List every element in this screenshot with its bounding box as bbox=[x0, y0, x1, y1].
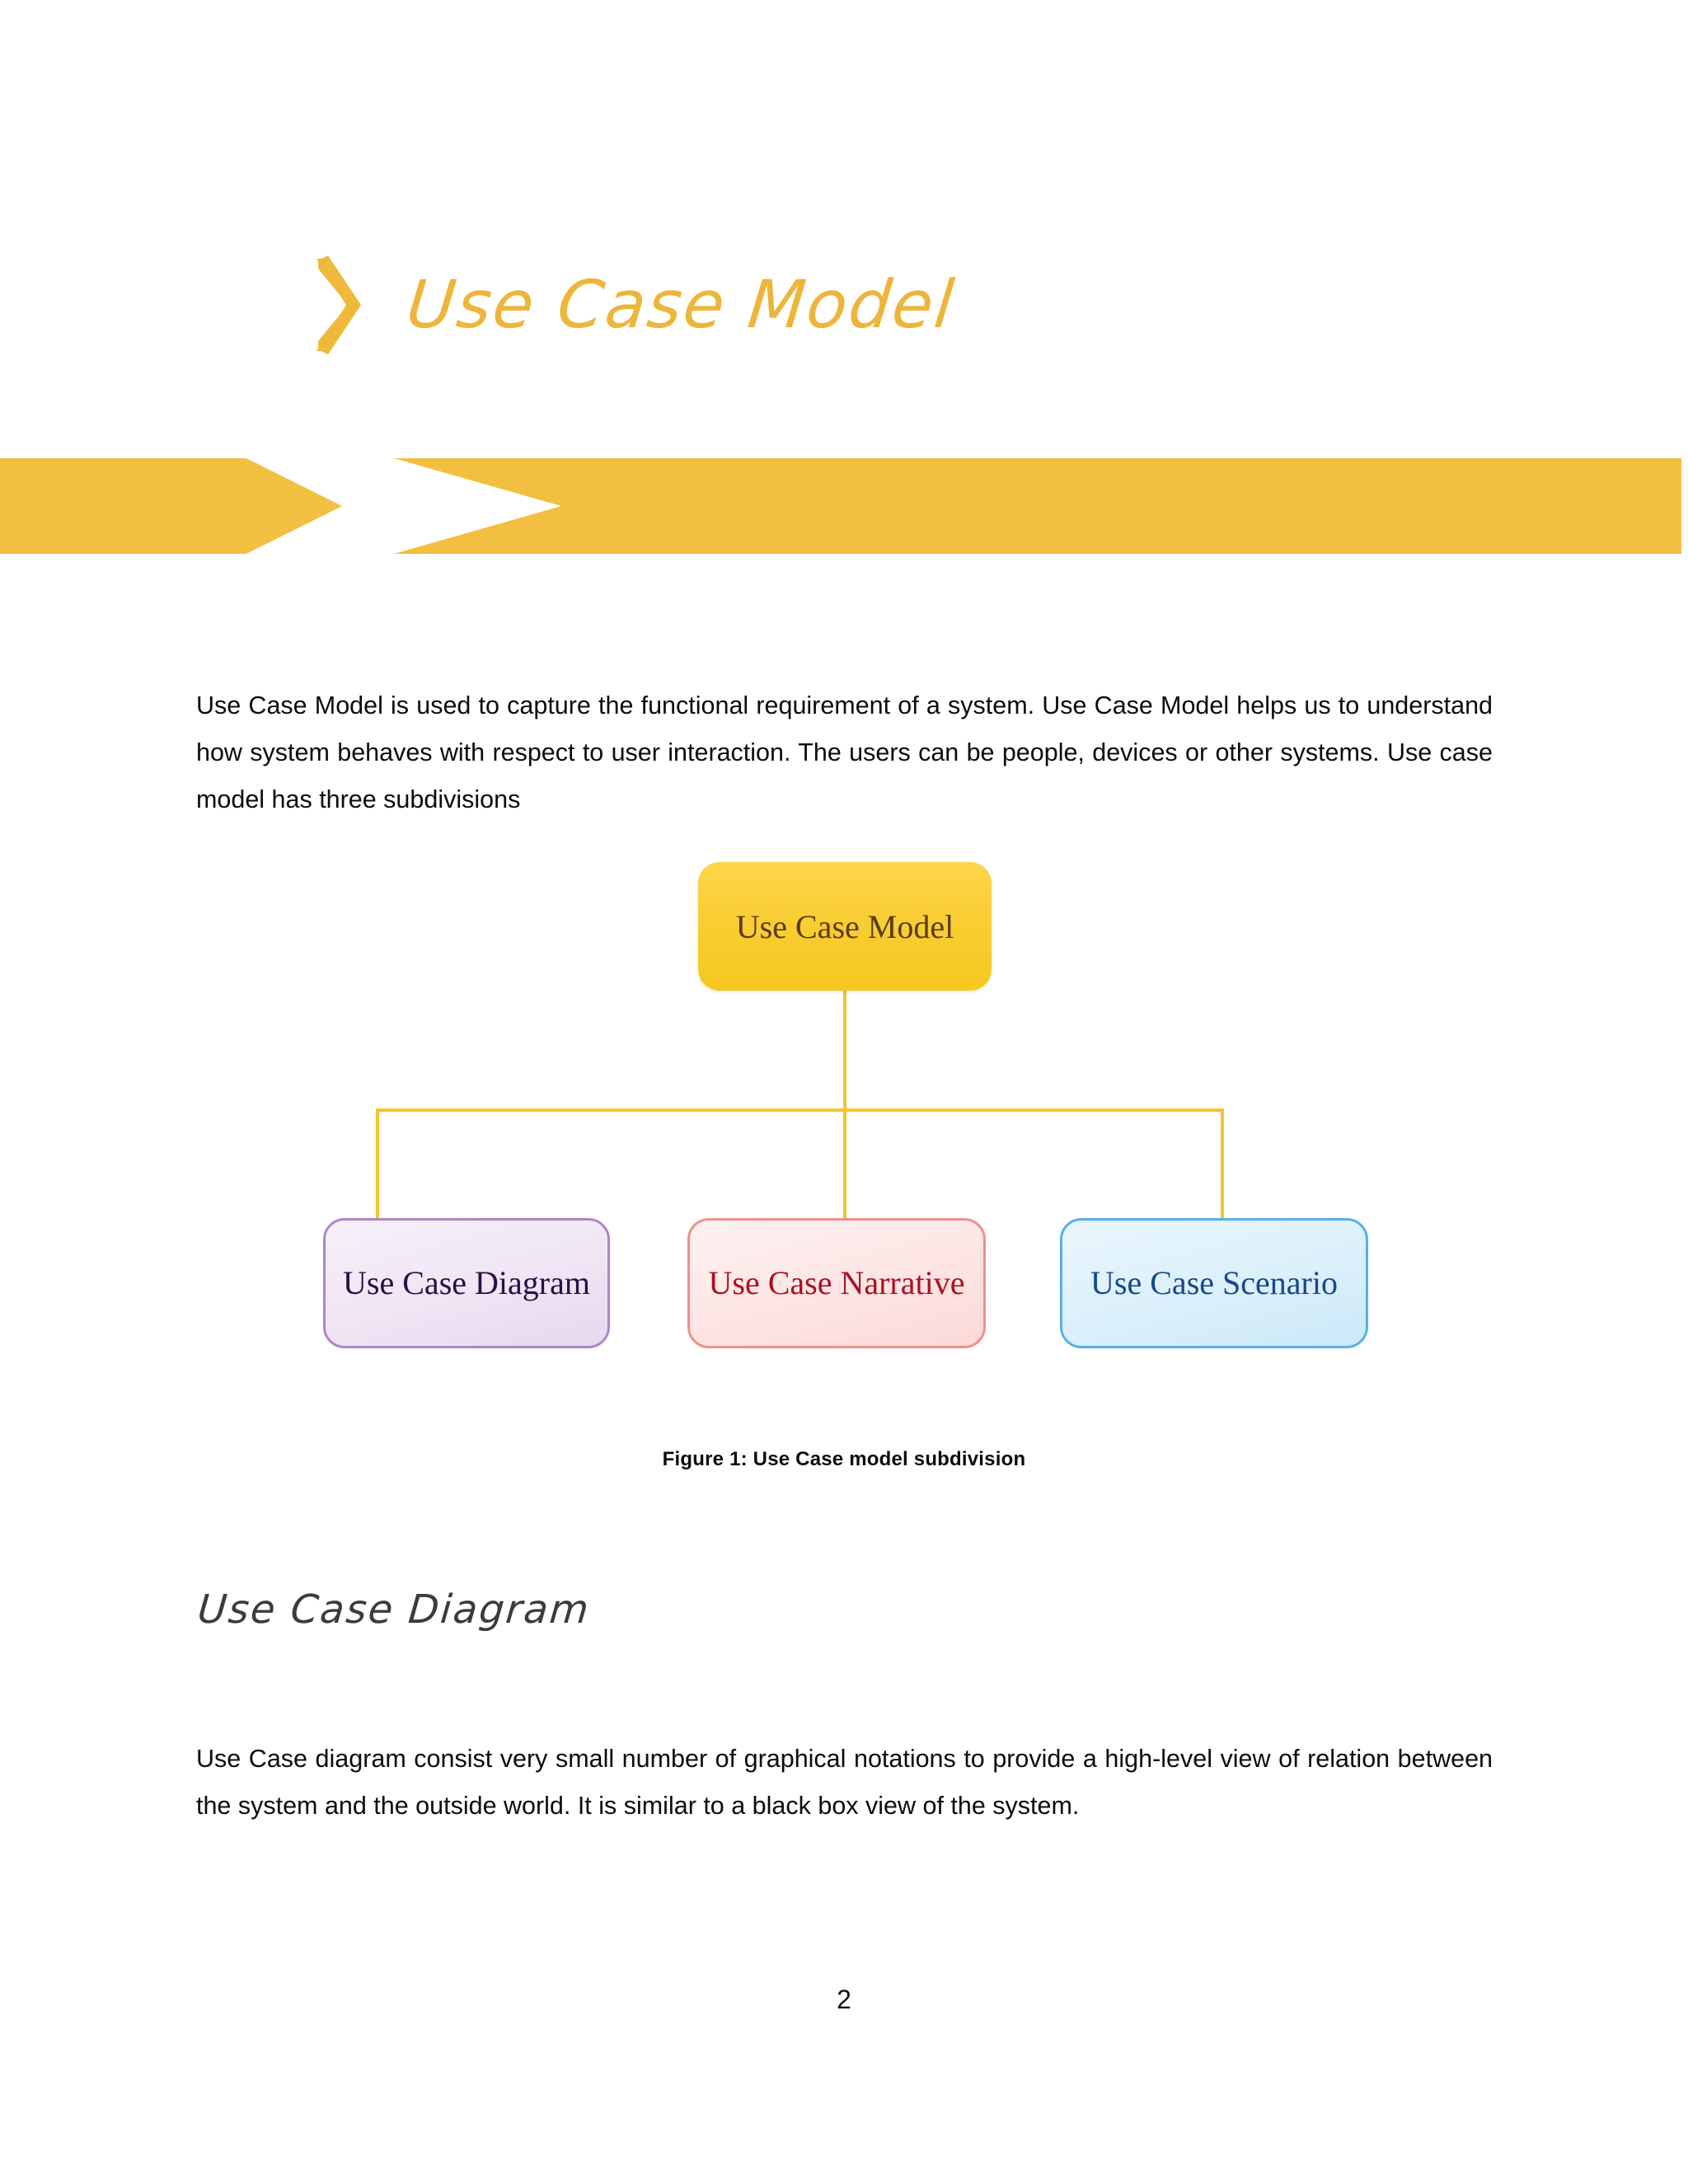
section-heading-use-case-diagram: Use Case Diagram bbox=[195, 1586, 593, 1633]
page-number: 2 bbox=[837, 1985, 851, 2014]
figure-caption: Figure 1: Use Case model subdivision bbox=[662, 1448, 1026, 1470]
page-title: Use Case Model bbox=[403, 266, 959, 343]
banner-arrow-right bbox=[394, 458, 1681, 554]
tree-node-use-case-diagram: Use Case Diagram bbox=[323, 1218, 610, 1348]
document-title-row: Use Case Model bbox=[313, 251, 959, 359]
tree-node-use-case-narrative-label: Use Case Narrative bbox=[708, 1263, 965, 1301]
chevron-right-icon bbox=[316, 255, 361, 354]
tree-node-root-label: Use Case Model bbox=[735, 907, 954, 945]
header-banner bbox=[0, 452, 1688, 560]
tree-connectors bbox=[376, 991, 1224, 1218]
tree-node-use-case-diagram-label: Use Case Diagram bbox=[343, 1263, 590, 1301]
use-case-diagram-paragraph: Use Case diagram consist very small numb… bbox=[196, 1744, 1493, 1820]
tree-node-root: Use Case Model bbox=[698, 862, 992, 991]
tree-node-use-case-narrative: Use Case Narrative bbox=[687, 1218, 986, 1348]
tree-node-use-case-scenario: Use Case Scenario bbox=[1060, 1218, 1368, 1348]
tree-node-use-case-scenario-label: Use Case Scenario bbox=[1090, 1263, 1338, 1301]
figure-use-case-model-subdivision: Use Case Model Use Case Diagram Use Case… bbox=[0, 841, 1688, 1418]
banner-arrow-left bbox=[0, 458, 342, 554]
intro-paragraph: Use Case Model is used to capture the fu… bbox=[196, 691, 1493, 813]
